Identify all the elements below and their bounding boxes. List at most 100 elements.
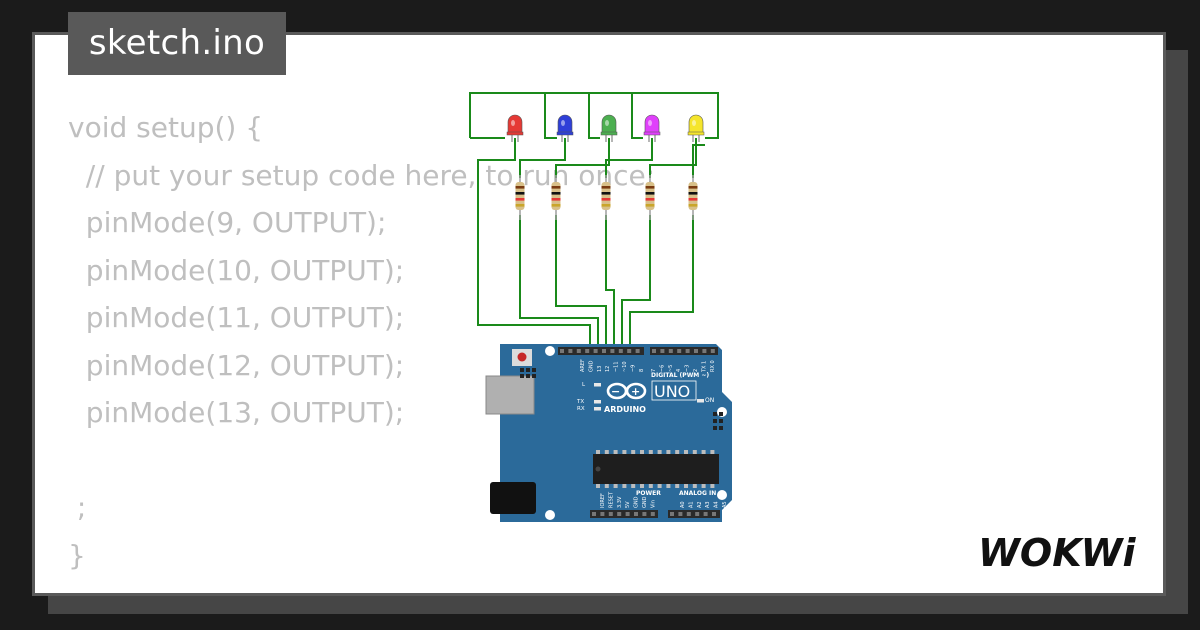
resistor-band <box>515 186 525 189</box>
mount-hole <box>545 510 555 520</box>
indicator-led <box>594 407 601 411</box>
resistor-band <box>551 204 561 207</box>
header-pin <box>668 349 673 353</box>
wire-led-blue <box>519 138 566 178</box>
led-base <box>643 131 661 136</box>
resistor-band <box>645 186 655 189</box>
ground-wire-branch <box>544 93 557 139</box>
wires <box>469 92 719 352</box>
header-pin <box>686 512 691 516</box>
header-pin <box>585 349 590 353</box>
header-pin <box>600 512 605 516</box>
chip-pin <box>657 450 662 454</box>
chip-pin <box>631 484 636 488</box>
resistor-band <box>688 186 698 189</box>
ground-wire-branch <box>588 93 600 139</box>
header-pin <box>592 512 596 516</box>
resistor-band <box>688 204 698 207</box>
led-green <box>601 114 617 135</box>
header-pin <box>627 349 632 353</box>
header-pin <box>695 512 700 516</box>
pin-label: 12 <box>605 366 611 372</box>
led-base <box>506 131 524 136</box>
led-base <box>600 131 618 136</box>
resistor-band <box>601 198 611 201</box>
icsp-pin <box>520 368 524 372</box>
chip-pin <box>657 484 662 488</box>
header-power <box>590 510 658 518</box>
resistor-band <box>515 192 525 195</box>
chip-pin <box>666 450 671 454</box>
chip-pin <box>640 450 644 454</box>
header-pin <box>635 349 640 353</box>
icsp-pin <box>719 426 723 430</box>
header-pin <box>608 512 613 516</box>
pin-label: 13 <box>597 366 603 372</box>
code-line: pinMode(13, OUTPUT); <box>68 396 405 429</box>
indicator-led <box>594 400 601 404</box>
chip-pin <box>631 450 636 454</box>
pin-label: GND <box>634 496 640 508</box>
ground-wire-branch <box>631 93 643 139</box>
header-pin <box>593 349 598 353</box>
pin-label: 2 <box>693 369 699 372</box>
label-rx: RX <box>577 406 585 412</box>
pin-label: 7 <box>651 369 657 372</box>
label-tx: TX <box>576 399 584 405</box>
pin-label: ~9 <box>630 365 636 372</box>
resistor-band <box>601 192 611 195</box>
wire-resistor-1 <box>555 215 607 352</box>
icsp-pin <box>713 426 717 430</box>
chip-pin <box>675 484 680 488</box>
resistor-band <box>645 204 655 207</box>
icsp-pin <box>526 374 530 378</box>
chip-pin <box>596 484 600 488</box>
resistor-band <box>601 204 611 207</box>
icsp-pin <box>526 368 530 372</box>
resistor-band <box>645 192 655 195</box>
pin-label: TX 1 <box>701 361 707 373</box>
pin-label: A0 <box>680 501 686 508</box>
pin-label: 8 <box>639 369 645 372</box>
mount-hole <box>717 490 727 500</box>
header-pin <box>685 349 690 353</box>
led-blue <box>557 114 573 135</box>
code-line: ; <box>68 491 87 524</box>
wire-led-magenta <box>605 138 653 178</box>
file-tab-sketch[interactable]: sketch.ino <box>68 12 286 75</box>
pin-label: ~3 <box>685 365 691 372</box>
pin-label: AREF <box>580 359 586 372</box>
wire-resistor-2 <box>605 215 615 352</box>
header-pin <box>602 349 606 353</box>
pin-label: ~11 <box>614 361 620 372</box>
pin-label: RESET <box>608 491 614 508</box>
header-pin <box>712 512 716 516</box>
pin-label: A2 <box>697 501 703 508</box>
code-line: void setup() { <box>68 111 264 144</box>
label-on: ON <box>705 397 714 404</box>
resistor-band <box>551 192 561 195</box>
header-pin <box>670 512 674 516</box>
icsp-pin <box>532 368 536 372</box>
header-pin <box>568 349 573 353</box>
resistor-band <box>515 198 525 201</box>
uno-box <box>651 380 697 401</box>
chip-pin <box>701 484 706 488</box>
indicator-led <box>594 383 601 387</box>
pin-label: A3 <box>705 501 711 508</box>
label-analog: ANALOG IN <box>679 490 716 497</box>
resistor-band <box>515 204 525 207</box>
chip-pin <box>684 450 688 454</box>
resistor-band <box>688 198 698 201</box>
pin-label: GND <box>642 496 648 508</box>
chip-pin <box>692 450 697 454</box>
led-yellow <box>688 114 704 135</box>
label-digital: DIGITAL (PWM ~) <box>651 372 709 379</box>
pin-label: RX 0 <box>710 360 716 372</box>
icsp-pin <box>713 412 717 416</box>
chip-pin <box>613 450 618 454</box>
resistor-1 <box>551 182 561 210</box>
power-jack <box>490 482 536 514</box>
